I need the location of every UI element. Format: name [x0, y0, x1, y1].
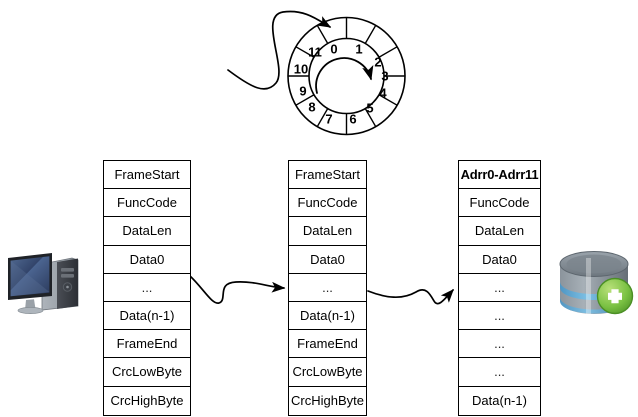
ring-slot-1: 1: [355, 41, 363, 57]
table-row: CrcLowByte: [289, 358, 366, 387]
table-row: Data(n-1): [104, 301, 190, 331]
frame-table-client: FrameStart FuncCode DataLen Data0 ... Da…: [103, 160, 191, 416]
ring-slot-6: 6: [349, 111, 357, 127]
table-row: FuncCode: [104, 189, 190, 218]
table-row: DataLen: [289, 217, 366, 246]
table-row: ...: [104, 273, 190, 302]
table-row: Data(n-1): [459, 386, 540, 415]
frame-table-storage: Adrr0-Adrr11 FuncCode DataLen Data0 ... …: [458, 160, 541, 416]
table-row: FrameEnd: [104, 330, 190, 359]
table-row: Data0: [289, 245, 366, 274]
table-row: DataLen: [459, 217, 540, 246]
table-row: CrcHighByte: [104, 386, 190, 415]
table-row: FuncCode: [459, 189, 540, 218]
ring-slot-11: 11: [308, 44, 322, 60]
frame-table-server: FrameStart FuncCode DataLen Data0 ... Da…: [288, 160, 367, 416]
table-row: ...: [459, 330, 540, 359]
table-row: DataLen: [104, 217, 190, 246]
database-add-icon-graphic: [559, 251, 634, 315]
table-row: ...: [459, 273, 540, 302]
connector-server-to-storage-graphic: [367, 288, 454, 305]
ring-slot-8: 8: [308, 99, 316, 115]
table-row: FrameStart: [289, 161, 366, 190]
table-row: FrameEnd: [289, 330, 366, 359]
ring-slot-5: 5: [366, 100, 374, 116]
ring-slot-4: 4: [379, 85, 387, 101]
table-row: CrcLowByte: [104, 358, 190, 387]
ring-slot-3: 3: [381, 68, 389, 84]
table-row: ...: [459, 358, 540, 387]
table-row-header: Adrr0-Adrr11: [459, 161, 540, 190]
table-row: Data0: [104, 245, 190, 274]
table-row: FuncCode: [289, 189, 366, 218]
table-row: Data0: [459, 245, 540, 274]
ring-slot-9: 9: [299, 83, 307, 99]
table-row: Data(n-1): [289, 301, 366, 331]
connector-client-to-server-graphic: [189, 275, 286, 304]
ring-slot-0: 0: [330, 41, 338, 57]
ring-slot-2: 2: [374, 54, 382, 70]
table-row: ...: [289, 273, 366, 302]
ring-slot-7: 7: [325, 111, 333, 127]
table-row: CrcHighByte: [289, 386, 366, 415]
computer-icon-graphic: [8, 253, 79, 314]
ring-slot-10: 10: [293, 61, 309, 77]
table-row: FrameStart: [104, 161, 190, 190]
table-row: ...: [459, 301, 540, 331]
